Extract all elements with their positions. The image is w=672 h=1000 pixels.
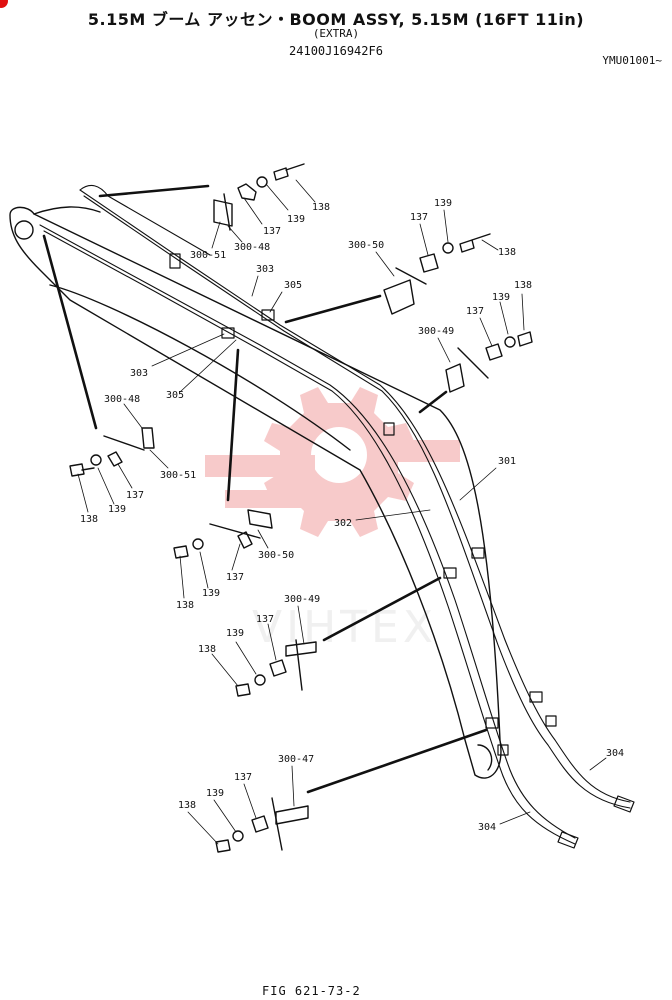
- page-subtitle: (EXTRA): [312, 27, 360, 40]
- callout-labels: 138 139 137 300-51 300-48 303 305 300-50…: [80, 198, 624, 833]
- callout-label: 137: [226, 572, 244, 583]
- hydraulic-lines: [39, 184, 631, 845]
- callout-label: 300-50: [258, 550, 294, 561]
- watermark-text: VIHTEX: [252, 602, 437, 653]
- callout-label: 137: [234, 772, 252, 783]
- callout-label: 305: [284, 280, 302, 291]
- callout-label: 300-48: [234, 242, 270, 253]
- clamp-group-left: [69, 427, 155, 477]
- callout-label: 139: [434, 198, 452, 209]
- reference-lines: [42, 184, 488, 794]
- callout-label: 302: [334, 518, 352, 529]
- callout-label: 139: [492, 292, 510, 303]
- callout-label: 139: [226, 628, 244, 639]
- callout-label: 139: [287, 214, 305, 225]
- callout-label: 300-49: [284, 594, 320, 605]
- callout-label: 138: [80, 514, 98, 525]
- hose-fittings: [169, 253, 635, 849]
- callout-label: 137: [126, 490, 144, 501]
- callout-label: 138: [312, 202, 330, 213]
- corner-red-mark: [0, 0, 8, 8]
- pipe-302: [39, 224, 576, 839]
- callout-label: 300-49: [418, 326, 454, 337]
- serial-range: YMU01001~: [602, 54, 662, 67]
- callout-label: 138: [198, 644, 216, 655]
- callout-label: 137: [256, 614, 274, 625]
- page-title: 5.15M ブーム アッセン・BOOM ASSY, 5.15M (16FT 11…: [87, 10, 585, 29]
- callout-label: 300-47: [278, 754, 314, 765]
- callout-label: 300-50: [348, 240, 384, 251]
- clamp-group-upper-right: [383, 233, 491, 315]
- callout-label: 139: [202, 588, 220, 599]
- clamp-group-top: [213, 163, 305, 231]
- leader-lines: [77, 179, 607, 845]
- callout-label: 300-51: [190, 250, 226, 261]
- assembly-part-number: 24100J16942F6: [289, 44, 383, 58]
- callout-label: 300-48: [104, 394, 140, 405]
- callout-label: 304: [606, 748, 624, 759]
- callout-label: 138: [178, 800, 196, 811]
- callout-label: 139: [108, 504, 126, 515]
- clamp-group-mid-right: [445, 331, 533, 393]
- clamp-group-lower: [235, 639, 317, 697]
- callout-label: 137: [263, 226, 281, 237]
- pipe-301-inner: [83, 195, 631, 809]
- watermark: VIHTEX: [205, 387, 460, 653]
- boom-arm: [9, 206, 502, 779]
- callout-label: 303: [256, 264, 274, 275]
- clamp-group-center: [173, 509, 273, 559]
- clamp-group-bottom: [215, 797, 309, 853]
- pipe-301: [79, 189, 631, 803]
- callout-label: 137: [410, 212, 428, 223]
- callout-label: 139: [206, 788, 224, 799]
- callout-label: 138: [514, 280, 532, 291]
- callout-label: 138: [176, 600, 194, 611]
- figure-label: FIG 621-73-2: [262, 984, 361, 998]
- callout-label: 303: [130, 368, 148, 379]
- callout-label: 304: [478, 822, 496, 833]
- callout-label: 137: [466, 306, 484, 317]
- callout-label: 138: [498, 247, 516, 258]
- callout-label: 305: [166, 390, 184, 401]
- callout-label: 301: [498, 456, 516, 467]
- pipe-302-inner: [43, 230, 576, 845]
- callout-label: 300-51: [160, 470, 196, 481]
